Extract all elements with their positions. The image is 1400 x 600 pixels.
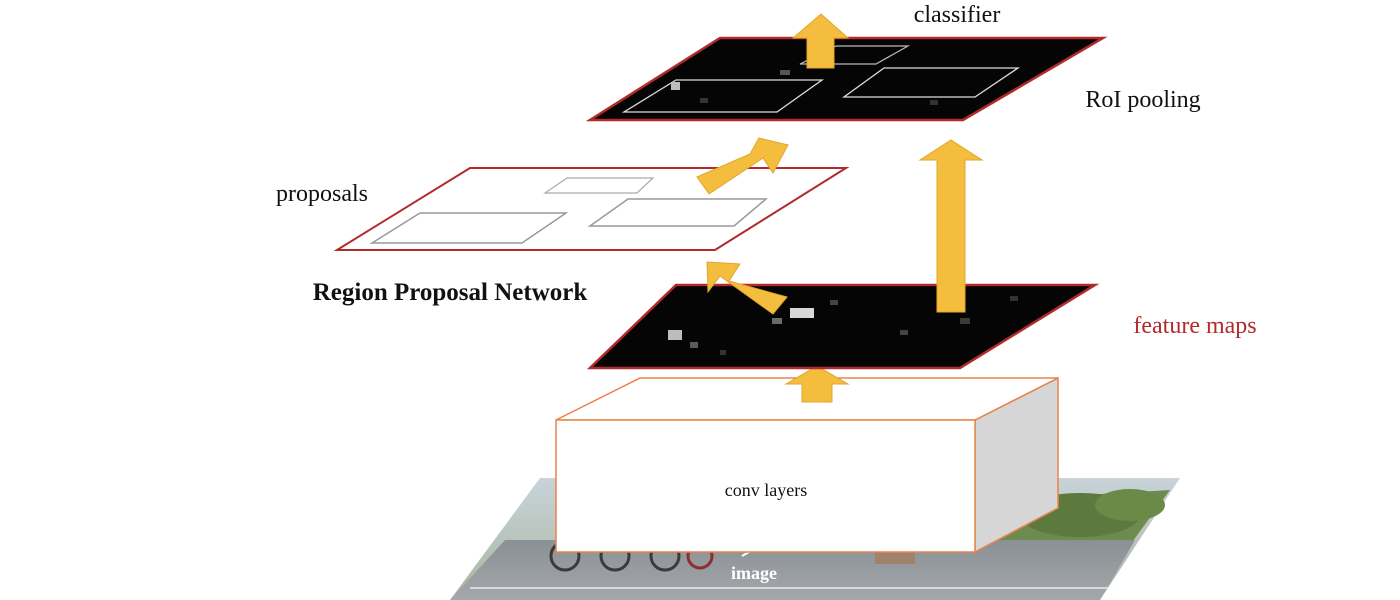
arrow-to-classifier [791, 13, 850, 69]
arrow-rpn [706, 261, 788, 315]
roi-pooling-label: RoI pooling [1085, 87, 1200, 113]
conv-layers-box [555, 376, 1059, 554]
roi-pooling-plane [585, 36, 1108, 122]
arrow-proposals-to-roi [696, 137, 789, 195]
image-label: image [731, 563, 777, 583]
feature-maps-plane [586, 283, 1100, 370]
classifier-label: classifier [914, 2, 1001, 28]
proposals-label: proposals [276, 181, 368, 207]
proposals-plane [333, 167, 850, 251]
conv-layers-label: conv layers [725, 480, 807, 500]
arrow-feature-maps-to-roi-pooling [918, 139, 984, 313]
feature-maps-label: feature maps [1133, 313, 1256, 339]
rpn-label: Region Proposal Network [313, 279, 588, 306]
arrow-conv-to-feature-maps [784, 365, 850, 403]
